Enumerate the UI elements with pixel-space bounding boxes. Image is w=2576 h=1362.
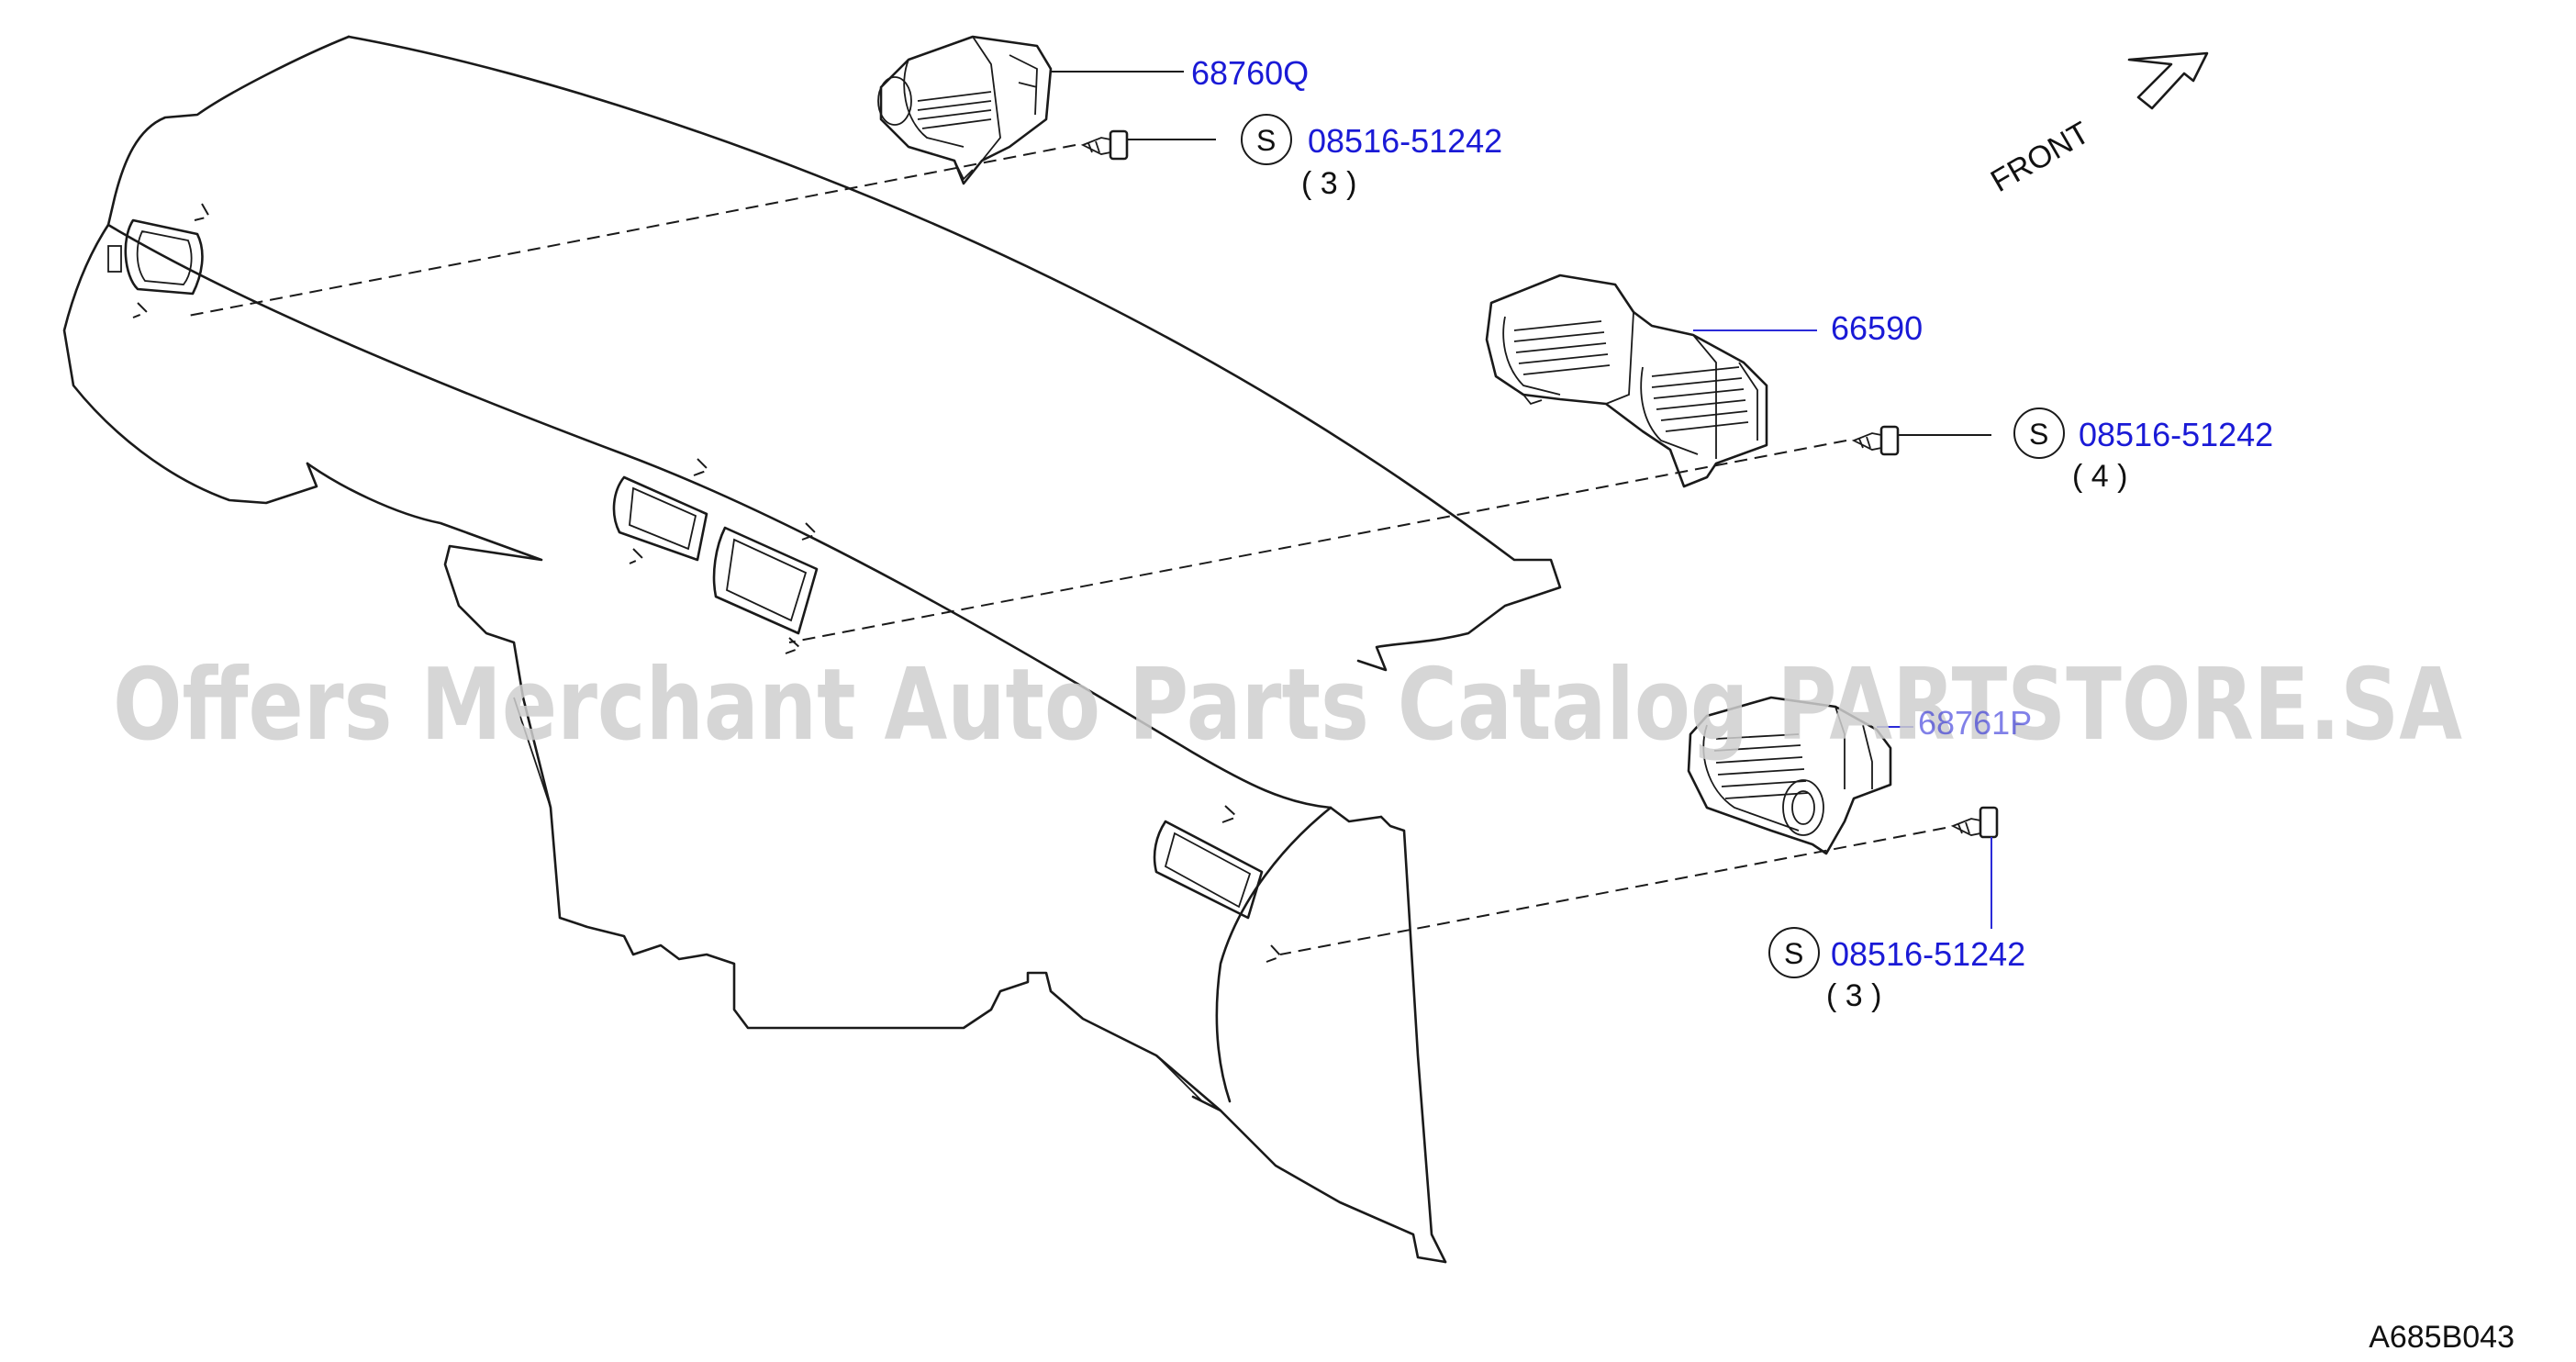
screw-part-number-2: 08516-51242 [2079, 416, 2273, 453]
instrument-panel [62, 35, 1562, 1264]
watermark: Offers Merchant Auto Parts Catalog PARTS… [113, 648, 2462, 763]
right-vent-opening [1153, 805, 1283, 963]
screw-part-number-3: 08516-51242 [1831, 935, 2025, 973]
center-vent [1485, 274, 1768, 488]
front-arrow-icon [2127, 51, 2209, 110]
fastener-line-2 [788, 440, 1847, 643]
fastener-line-1 [183, 144, 1076, 318]
screw-quantity-3: ( 3 ) [1826, 978, 1881, 1013]
part-number-68761p: 68761P [1918, 704, 2032, 742]
screw-symbol-letter-2: S [2029, 418, 2048, 451]
screw-symbol-2 [2013, 407, 2065, 459]
screw-symbol-3 [1768, 927, 1820, 978]
left-side-vent [877, 35, 1053, 185]
screw-1 [1080, 129, 1129, 161]
fastener-line-3 [1279, 827, 1946, 955]
screw-quantity-1: ( 3 ) [1301, 166, 1356, 201]
left-vent-opening [107, 203, 211, 318]
diagram-code: A685B043 [2369, 1320, 2515, 1355]
screw-symbol-letter-3: S [1784, 937, 1803, 970]
screw-2 [1851, 425, 1900, 456]
screw-symbol-letter-1: S [1256, 124, 1276, 157]
screw-3 [1950, 806, 1999, 839]
screw-symbol-1 [1241, 114, 1292, 165]
part-number-66590: 66590 [1831, 309, 1923, 347]
screw-part-number-1: 08516-51242 [1308, 122, 1502, 160]
right-side-vent [1687, 696, 1892, 855]
front-label: FRONT [1985, 115, 2095, 198]
center-vent-openings [612, 458, 819, 654]
screw-quantity-2: ( 4 ) [2072, 459, 2127, 494]
part-number-68760q: 68760Q [1191, 54, 1309, 92]
